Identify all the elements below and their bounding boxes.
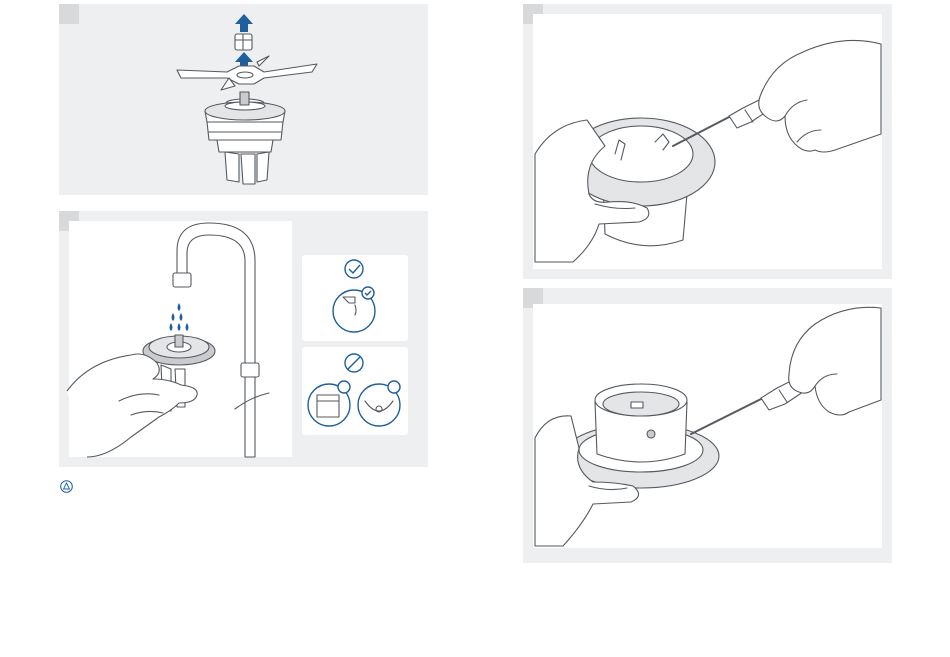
rinse-blade-under-tap-illustration — [59, 211, 428, 467]
step-2-panel — [59, 211, 428, 467]
step-4-panel — [523, 288, 892, 563]
remove-nut-and-blade-illustration — [59, 4, 428, 195]
blade-base-icon — [205, 92, 285, 184]
arrow-up-icon — [235, 14, 253, 32]
screwdriver-cup-removal-illustration — [523, 288, 892, 563]
cup-icon — [595, 384, 687, 462]
screwdriver-icon — [673, 100, 769, 146]
water-drops-icon — [170, 303, 189, 331]
screwdriver-ring-removal-illustration — [523, 4, 892, 279]
right-hand-icon — [789, 307, 881, 415]
screwdriver-icon — [691, 380, 803, 434]
step-1-panel — [59, 4, 428, 195]
nut-icon — [235, 34, 252, 50]
right-hand-icon — [759, 40, 881, 152]
step-3-panel — [523, 4, 892, 279]
warning-icon — [60, 480, 73, 493]
